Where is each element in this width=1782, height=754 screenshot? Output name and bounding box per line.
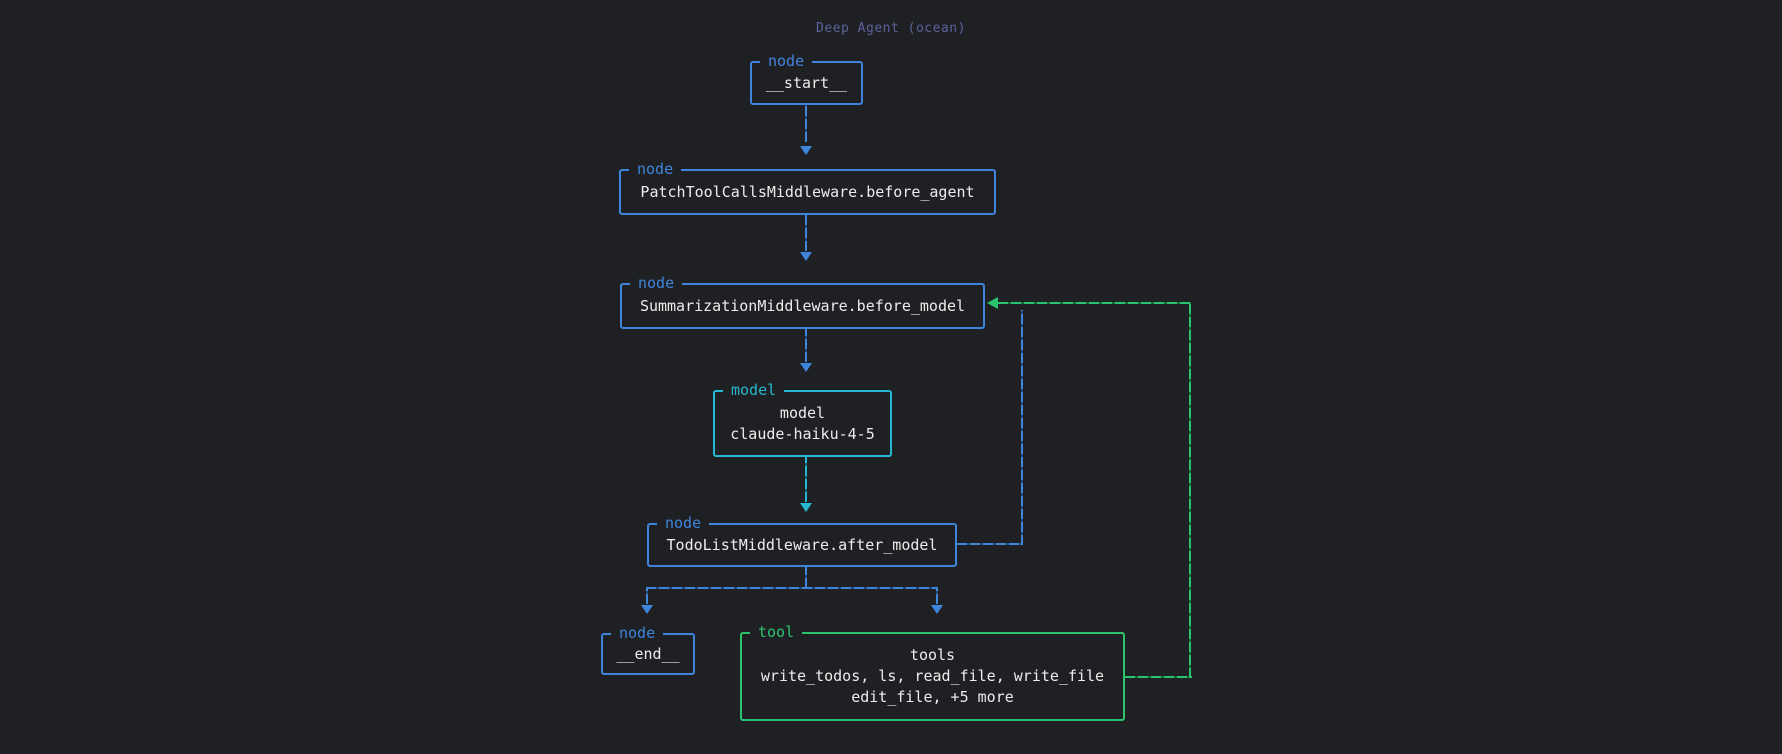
tool-kind-badge: tool bbox=[750, 623, 803, 642]
edge-todolist-riser-horizontal bbox=[957, 543, 1023, 545]
arrowhead-summarization-to-model bbox=[800, 363, 812, 372]
model-label: model bbox=[779, 403, 826, 422]
edge-todolist-branch-stem bbox=[805, 567, 807, 588]
arrowhead-tools-to-summarization bbox=[987, 297, 998, 309]
node-todolist-box: node TodoListMiddleware.after_model bbox=[647, 514, 957, 567]
arrowhead-model-to-todolist bbox=[800, 503, 812, 512]
edge-tools-loop-top bbox=[998, 302, 1191, 304]
tools-title-label: tools bbox=[909, 646, 956, 664]
node-patch-tool-calls-box: node PatchToolCallsMiddleware.before_age… bbox=[619, 160, 996, 215]
tool-tools-box: tool tools write_todos, ls, read_file, w… bbox=[740, 623, 1125, 721]
edge-todolist-riser-vertical bbox=[1021, 310, 1023, 545]
node-end-box: node __end__ bbox=[601, 624, 695, 675]
tools-list-line2: edit_file, +5 more bbox=[851, 688, 1014, 706]
node-todolist-label: TodoListMiddleware.after_model bbox=[666, 535, 938, 554]
edge-start-to-patch bbox=[805, 105, 807, 142]
arrowhead-branch-to-tools bbox=[931, 605, 943, 614]
model-kind-badge: model bbox=[723, 381, 785, 400]
arrowhead-start-to-patch bbox=[800, 146, 812, 155]
arrowhead-branch-to-end bbox=[641, 605, 653, 614]
edge-branch-to-end bbox=[646, 589, 648, 604]
model-name-label: claude-haiku-4-5 bbox=[730, 424, 875, 443]
node-summarization-label: SummarizationMiddleware.before_model bbox=[639, 296, 966, 315]
edge-branch-to-tools bbox=[936, 589, 938, 604]
node-end-label: __end__ bbox=[616, 644, 680, 663]
graph-title: Deep Agent (ocean) bbox=[816, 21, 966, 36]
node-kind-badge: node bbox=[611, 624, 664, 643]
edge-model-to-todolist bbox=[805, 457, 807, 502]
tools-list-line1: write_todos, ls, read_file, write_file bbox=[760, 667, 1105, 685]
model-box: model model claude-haiku-4-5 bbox=[713, 381, 892, 457]
node-kind-badge: node bbox=[760, 52, 813, 71]
node-start-box: node __start__ bbox=[750, 52, 863, 105]
node-summarization-box: node SummarizationMiddleware.before_mode… bbox=[620, 274, 985, 329]
node-kind-badge: node bbox=[630, 274, 683, 293]
edge-todolist-branch-bar bbox=[646, 587, 938, 589]
edge-tools-loop-bottom bbox=[1125, 676, 1192, 678]
edge-patch-to-summarization bbox=[805, 215, 807, 251]
node-start-label: __start__ bbox=[765, 73, 848, 92]
node-kind-badge: node bbox=[629, 160, 682, 179]
node-patch-tool-calls-label: PatchToolCallsMiddleware.before_agent bbox=[640, 182, 975, 201]
arrowhead-patch-to-summarization bbox=[800, 252, 812, 261]
node-kind-badge: node bbox=[657, 514, 710, 533]
edge-tools-loop-vertical bbox=[1189, 303, 1191, 678]
edge-summarization-to-model bbox=[805, 329, 807, 362]
